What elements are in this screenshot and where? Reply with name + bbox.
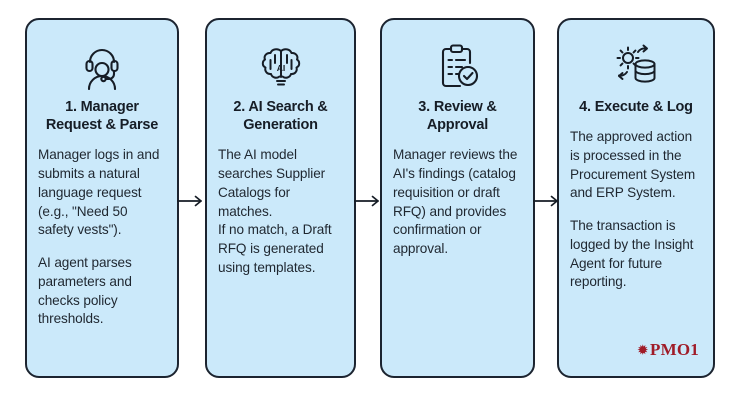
step-body-2: The AI model searches Supplier Catalogs … [218, 146, 343, 277]
step-body-3-para-1: Manager reviews the AI's findings (catal… [393, 147, 518, 256]
arrow-step2-to-step3 [353, 193, 382, 209]
brand-label: PMO1 [650, 340, 699, 359]
brand-logo: ✹ PMO1 [638, 340, 699, 360]
step-body-1-para-2: AI agent parses parameters and checks po… [38, 255, 132, 327]
process-step-card-3: 3. Review & Approval Manager reviews the… [380, 18, 535, 378]
arrow-step3-to-step4 [532, 193, 561, 209]
step-body-3: Manager reviews the AI's findings (catal… [393, 146, 522, 259]
step-title-1-line2: Request & Parse [45, 117, 159, 134]
step-title-3-line1: 3. Review & [418, 99, 497, 115]
step-title-4-line1: 4. Execute & Log [579, 99, 693, 115]
step-title-3: 3. Review & Approval [393, 98, 522, 134]
svg-text:AI: AI [276, 63, 285, 73]
step-title-2: 2. AI Search & Generation [218, 98, 343, 134]
clipboard-check-icon [436, 40, 480, 92]
step-body-4-para-2: The transaction is logged by the Insight… [570, 218, 694, 290]
step-title-2-line2: Generation [243, 117, 318, 134]
step-title-4: 4. Execute & Log [570, 98, 702, 116]
step-body-2-para-1: The AI model searches Supplier Catalogs … [218, 147, 326, 219]
process-step-card-2: AI 2. AI Search & Generation The AI mode… [205, 18, 356, 378]
step-body-4: The approved action is processed in the … [570, 128, 702, 292]
brand-asterisk-icon: ✹ [637, 343, 649, 357]
step-body-1: Manager logs in and submits a natural la… [38, 146, 166, 329]
process-step-card-1: 1. Manager Request & Parse Manager logs … [25, 18, 179, 378]
step-body-1-para-1: Manager logs in and submits a natural la… [38, 147, 160, 238]
gear-database-icon [612, 40, 660, 92]
arrow-step1-to-step2 [176, 193, 205, 209]
headset-agent-icon [79, 40, 125, 92]
ai-brain-icon: AI [258, 40, 304, 92]
step-title-2-line1: 2. AI Search & [233, 99, 328, 115]
step-title-1: 1. Manager Request & Parse [38, 98, 166, 134]
step-body-2-para-2: If no match, a Draft RFQ is generated us… [218, 222, 332, 275]
step-title-1-line1: 1. Manager [65, 99, 139, 115]
process-step-card-4: 4. Execute & Log The approved action is … [557, 18, 715, 378]
step-title-3-line2: Approval [426, 117, 489, 134]
step-body-4-para-1: The approved action is processed in the … [570, 129, 696, 201]
